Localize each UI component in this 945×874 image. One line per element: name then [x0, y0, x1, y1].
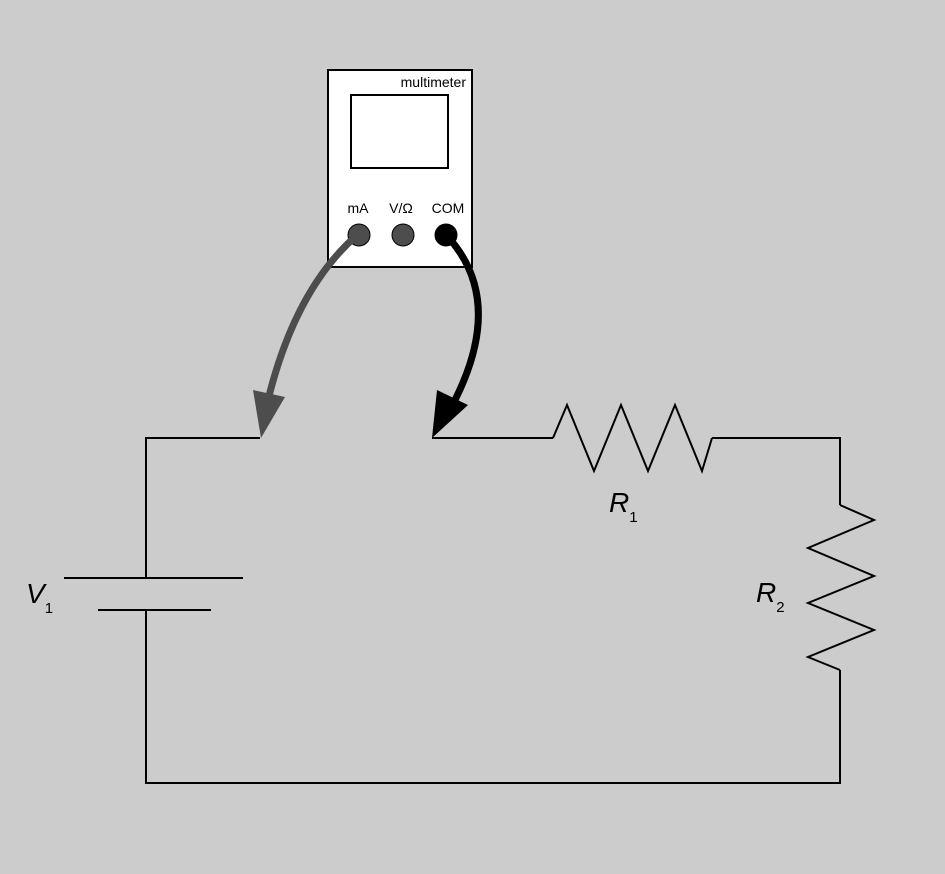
probe-com-lead [432, 234, 482, 438]
wire-left-top [145, 437, 260, 578]
resistor-r1 [552, 402, 713, 474]
label-r2: R2 [756, 577, 785, 616]
arrow-head-icon [253, 390, 285, 438]
jack-vohm[interactable] [391, 223, 415, 247]
multimeter-display [350, 94, 449, 169]
wire-top-right [712, 437, 841, 505]
label-r1: R1 [609, 487, 638, 526]
jack-label-vohm: V/Ω [389, 200, 413, 216]
probe-ma-lead [253, 233, 359, 438]
jack-label-ma: mA [348, 200, 370, 216]
label-v1: V1 [26, 578, 53, 617]
circuit-wires [64, 402, 877, 784]
resistor-r2 [805, 504, 877, 671]
arrow-head-icon [432, 390, 468, 438]
wire-bottom [145, 610, 841, 784]
jack-label-com: COM [432, 200, 465, 216]
multimeter: multimeter mA V/Ω COM [327, 69, 473, 268]
lead-ma-wire [264, 233, 359, 401]
multimeter-title: multimeter [401, 74, 467, 90]
lead-com-wire [445, 234, 482, 402]
